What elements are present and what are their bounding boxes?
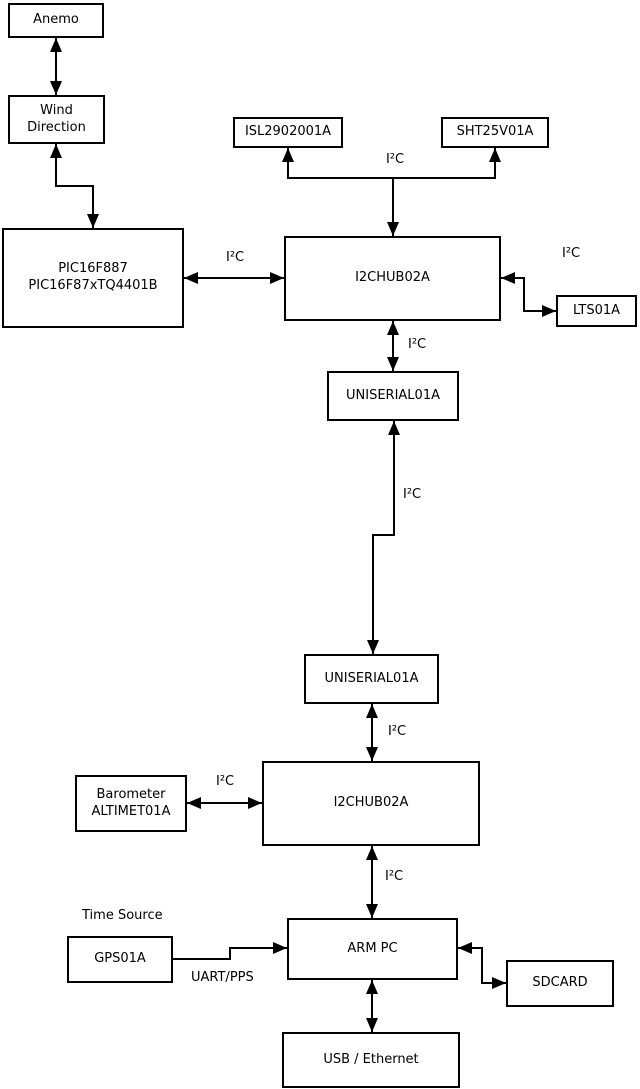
node-barometer-altimet01a: Barometer ALTIMET01A — [75, 775, 187, 832]
node-i2chub02a-lower: I2CHUB02A — [262, 761, 480, 846]
node-isl2902001a: ISL2902001A — [233, 117, 343, 148]
node-uniserial01a-upper: UNISERIAL01A — [327, 371, 459, 421]
node-sht25v01a: SHT25V01A — [441, 117, 549, 148]
node-sdcard: SDCARD — [506, 960, 614, 1007]
edge-label-uart-pps: UART/PPS — [191, 970, 254, 985]
edge-label-i2c-pic-hub: I²C — [226, 250, 245, 265]
connector-wind-pic — [50, 144, 99, 228]
connector-hub1-lts — [501, 272, 556, 317]
edge-label-i2c-uniserial-link: I²C — [403, 487, 422, 502]
connector-gps-arm — [173, 942, 287, 960]
connector-arm-sdcard — [458, 942, 506, 989]
node-arm-pc: ARM PC — [287, 918, 458, 980]
edge-label-i2c-hub2-arm: I²C — [385, 869, 404, 884]
connector-uniserial1-uniserial2 — [367, 421, 400, 654]
node-usb-ethernet: USB / Ethernet — [282, 1032, 460, 1088]
node-lts01a: LTS01A — [556, 295, 637, 327]
connector-isl-sht-bus — [282, 148, 501, 179]
edge-label-i2c-uniserial2-hub2: I²C — [388, 724, 407, 739]
edge-label-i2c-sensor-bus: I²C — [386, 152, 405, 167]
node-wind-direction: Wind Direction — [8, 95, 105, 144]
node-uniserial01a-lower: UNISERIAL01A — [304, 654, 439, 704]
node-gps01a: GPS01A — [67, 936, 173, 983]
edge-label-i2c-barometer: I²C — [216, 774, 235, 789]
node-pic16f887: PIC16F887 PIC16F87xTQ4401B — [2, 228, 184, 328]
edge-label-i2c-lts: I²C — [562, 246, 581, 261]
edge-label-i2c-hub1-uniserial: I²C — [408, 337, 427, 352]
node-anemo: Anemo — [8, 3, 104, 38]
node-i2chub02a-upper: I2CHUB02A — [284, 236, 501, 321]
edge-label-time-source: Time Source — [82, 908, 163, 923]
